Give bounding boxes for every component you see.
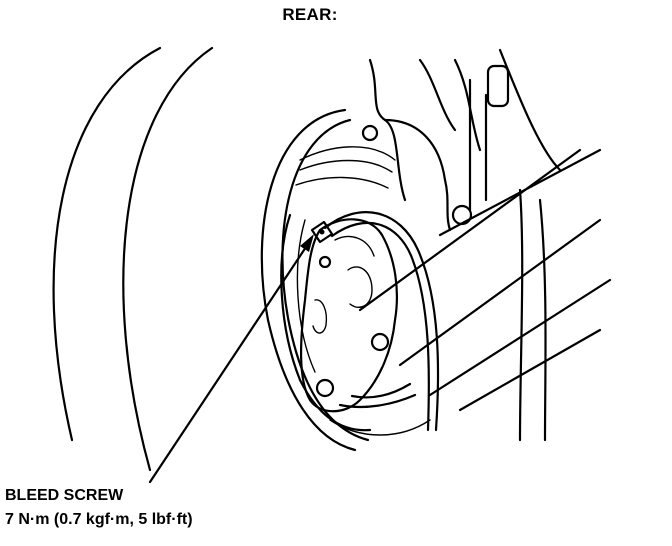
bleed-screw-label: BLEED SCREW: [5, 487, 124, 504]
brake-hose: [323, 211, 440, 432]
tire: [52, 46, 214, 472]
brake-disc: [260, 108, 431, 452]
arrow-icon: [148, 234, 314, 484]
torque-spec: 7 N·m (0.7 kgf·m, 5 lbf·ft): [5, 511, 193, 528]
brake-caliper: [299, 218, 417, 413]
bleed-screw-callout: BLEED SCREW 7 N·m (0.7 kgf·m, 5 lbf·ft): [5, 484, 193, 532]
suspension-knuckle: [368, 48, 602, 442]
view-title: REAR:: [282, 5, 338, 24]
bleed-screw: [310, 220, 334, 244]
